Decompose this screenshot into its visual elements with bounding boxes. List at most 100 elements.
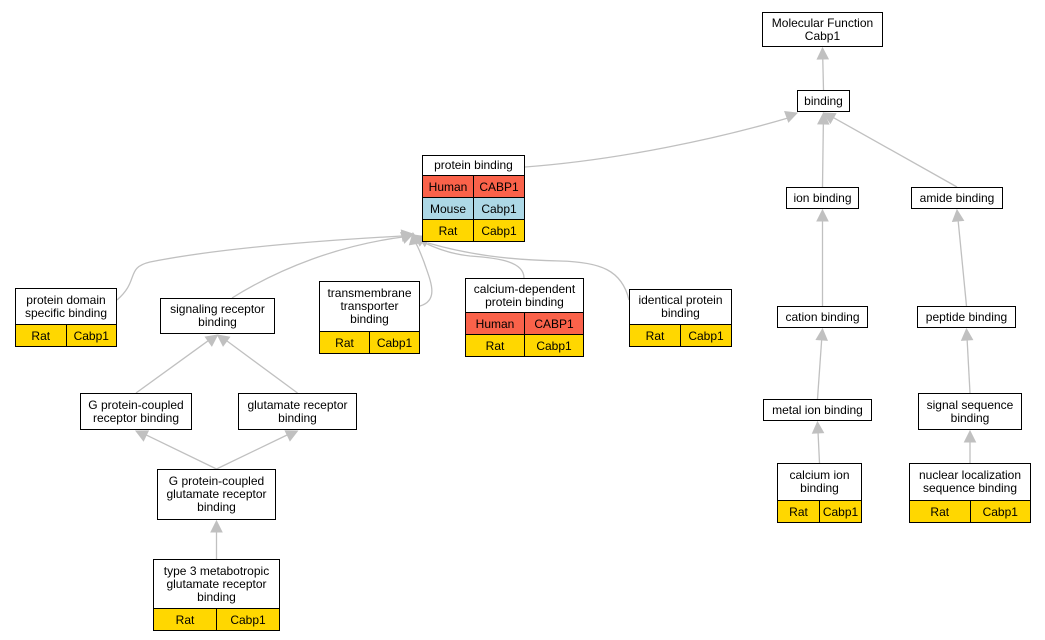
species-cell: Rat <box>31 328 51 343</box>
edge-protein-binding-to-binding <box>524 117 789 168</box>
go-term-node-amide-binding[interactable]: amide binding <box>911 187 1003 209</box>
go-term-node-gpc-glutamate[interactable]: G protein-coupled glutamate receptor bin… <box>157 469 276 520</box>
edge-glutamate-to-signaling-receptor <box>225 340 298 394</box>
edge-protein-binding-to-binding-arrowhead <box>784 111 799 123</box>
go-term-label: signaling receptor binding <box>170 302 265 329</box>
go-term-node-metal-ion[interactable]: metal ion binding <box>763 399 872 421</box>
gene-row-rat: Rat Cabp1 <box>16 324 116 346</box>
species-cell: Rat <box>645 328 665 343</box>
edge-metal-ion-to-cation <box>816 338 823 400</box>
edge-calcium-ion-to-metal-ion <box>817 431 821 464</box>
gene-row-rat: Rat Cabp1 <box>154 608 279 630</box>
species-cell: Mouse <box>429 201 467 216</box>
edge-signaling-receptor-to-protein-binding <box>231 236 404 299</box>
edge-binding-to-mf-arrowhead <box>816 46 830 60</box>
gene-cell: Cabp1 <box>473 198 524 219</box>
edge-amide-binding-to-binding <box>832 116 958 188</box>
go-term-node-ion-binding[interactable]: ion binding <box>786 187 859 209</box>
go-term-label: peptide binding <box>925 309 1008 324</box>
edge-nuclear-to-signal-sequence-arrowhead <box>963 429 977 443</box>
gene-row-rat: Rat Cabp1 <box>423 219 524 241</box>
edge-identical-to-protein-binding <box>427 242 630 301</box>
go-term-label: signal sequence binding <box>926 397 1014 425</box>
edge-ion-binding-to-binding <box>821 122 825 188</box>
gene-row-rat: Rat Cabp1 <box>320 331 419 353</box>
go-term-node-cation[interactable]: cation binding <box>777 306 868 328</box>
go-term-label: nuclear localization sequence binding <box>918 468 1022 495</box>
go-term-label: identical protein binding <box>638 293 723 320</box>
edge-calcium-dependent-to-protein-binding <box>422 241 525 279</box>
go-term-label: protein domain specific binding <box>24 292 108 320</box>
gene-cell: CABP1 <box>473 176 524 197</box>
go-term-label: metal ion binding <box>772 402 863 417</box>
gene-cell: Cabp1 <box>524 335 583 356</box>
species-cell: Rat <box>335 335 354 350</box>
go-term-label: transmembrane transporter binding <box>327 286 412 326</box>
edge-signal-sequence-to-peptide-arrowhead <box>960 327 974 341</box>
go-term-label: protein binding <box>434 158 513 172</box>
go-term-label: Molecular Function Cabp1 <box>771 15 874 43</box>
species-cell: Rat <box>175 612 195 627</box>
go-term-node-binding[interactable]: binding <box>797 90 850 112</box>
go-term-label: calcium ion binding <box>789 468 850 495</box>
go-term-label: amide binding <box>919 190 995 205</box>
go-term-node-peptide[interactable]: peptide binding <box>917 306 1016 328</box>
edge-protein-domain-to-protein-binding <box>116 235 403 301</box>
go-term-node-type3[interactable]: type 3 metabotropic glutamate receptor b… <box>153 559 280 631</box>
species-cell: Rat <box>485 338 505 353</box>
edge-calcium-ion-to-metal-ion-arrowhead <box>811 420 825 434</box>
go-term-label: ion binding <box>793 190 852 205</box>
edge-gpcr-to-signaling-receptor-arrowhead <box>204 334 219 347</box>
edge-type3-to-gpc-glutamate-arrowhead <box>210 519 223 533</box>
edge-transmembrane-to-protein-binding <box>414 241 433 307</box>
species-cell: Rat <box>930 504 950 519</box>
go-term-label: G protein-coupled glutamate receptor bin… <box>166 474 267 514</box>
edge-glutamate-to-signaling-receptor-arrowhead <box>216 334 231 347</box>
edge-gpcr-to-signaling-receptor <box>135 339 209 394</box>
gene-cell: Cabp1 <box>65 325 117 346</box>
go-term-node-mf[interactable]: Molecular Function Cabp1 <box>762 12 883 47</box>
edge-gpc-glutamate-to-gpcr <box>145 434 217 470</box>
go-term-label: calcium-dependent protein binding <box>473 281 576 309</box>
go-term-node-signal-sequence[interactable]: signal sequence binding <box>918 393 1022 430</box>
edge-metal-ion-to-cation-arrowhead <box>815 327 828 341</box>
go-term-label: type 3 metabotropic glutamate receptor b… <box>163 563 270 604</box>
gene-row-mouse: Mouse Cabp1 <box>423 197 524 219</box>
gene-row-human: Human CABP1 <box>466 312 583 334</box>
edge-gpc-glutamate-to-glutamate <box>216 434 288 470</box>
edge-peptide-to-amide-binding-arrowhead <box>951 208 965 223</box>
go-term-label: glutamate receptor binding <box>247 397 348 425</box>
edge-signaling-receptor-to-protein-binding-arrowhead <box>400 232 415 244</box>
gene-cell: Cabp1 <box>216 609 279 630</box>
gene-cell: Cabp1 <box>369 332 419 353</box>
gene-row-rat: Rat Cabp1 <box>466 334 583 356</box>
edge-peptide-to-amide-binding <box>957 219 968 307</box>
species-cell: Rat <box>438 223 458 238</box>
edge-gpc-glutamate-to-gpcr-arrowhead <box>134 430 150 442</box>
go-term-node-signaling-receptor[interactable]: signaling receptor binding <box>160 298 275 334</box>
gene-cell: Cabp1 <box>473 220 524 241</box>
go-term-node-gpcr[interactable]: G protein-coupled receptor binding <box>80 393 192 430</box>
go-term-label: G protein-coupled receptor binding <box>88 397 184 425</box>
gene-cell: Cabp1 <box>819 501 861 522</box>
go-term-label: binding <box>804 93 843 108</box>
go-term-node-glutamate[interactable]: glutamate receptor binding <box>238 393 357 430</box>
edge-cation-to-ion-binding-arrowhead <box>816 208 829 222</box>
species-cell: Human <box>475 316 515 331</box>
edge-signal-sequence-to-peptide <box>966 338 971 394</box>
gene-cell: CABP1 <box>524 313 583 334</box>
edge-ion-binding-to-binding-arrowhead <box>817 111 830 125</box>
